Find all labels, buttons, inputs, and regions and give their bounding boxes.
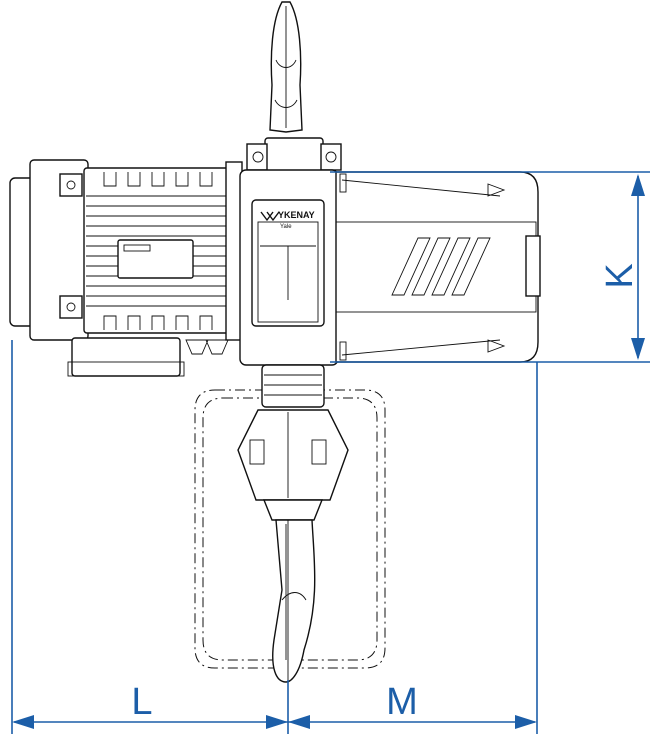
central-housing: YKENAY Yale [239, 169, 339, 366]
dimension-l-label: L [131, 681, 152, 723]
brand-label: YKENAY [278, 210, 315, 220]
bottom-hook-block [237, 364, 349, 683]
dimension-k: K [330, 171, 650, 363]
grip-slots [391, 237, 491, 296]
chain-bag [194, 389, 386, 669]
gearbox-housing [335, 171, 541, 363]
dimension-k-label: K [599, 263, 641, 288]
dimension-l-m: L M [11, 340, 538, 734]
top-suspension-hook [246, 1, 342, 175]
brand-sublabel: Yale [280, 224, 292, 230]
motor-body [9, 159, 243, 377]
dimension-m-label: M [386, 681, 418, 723]
